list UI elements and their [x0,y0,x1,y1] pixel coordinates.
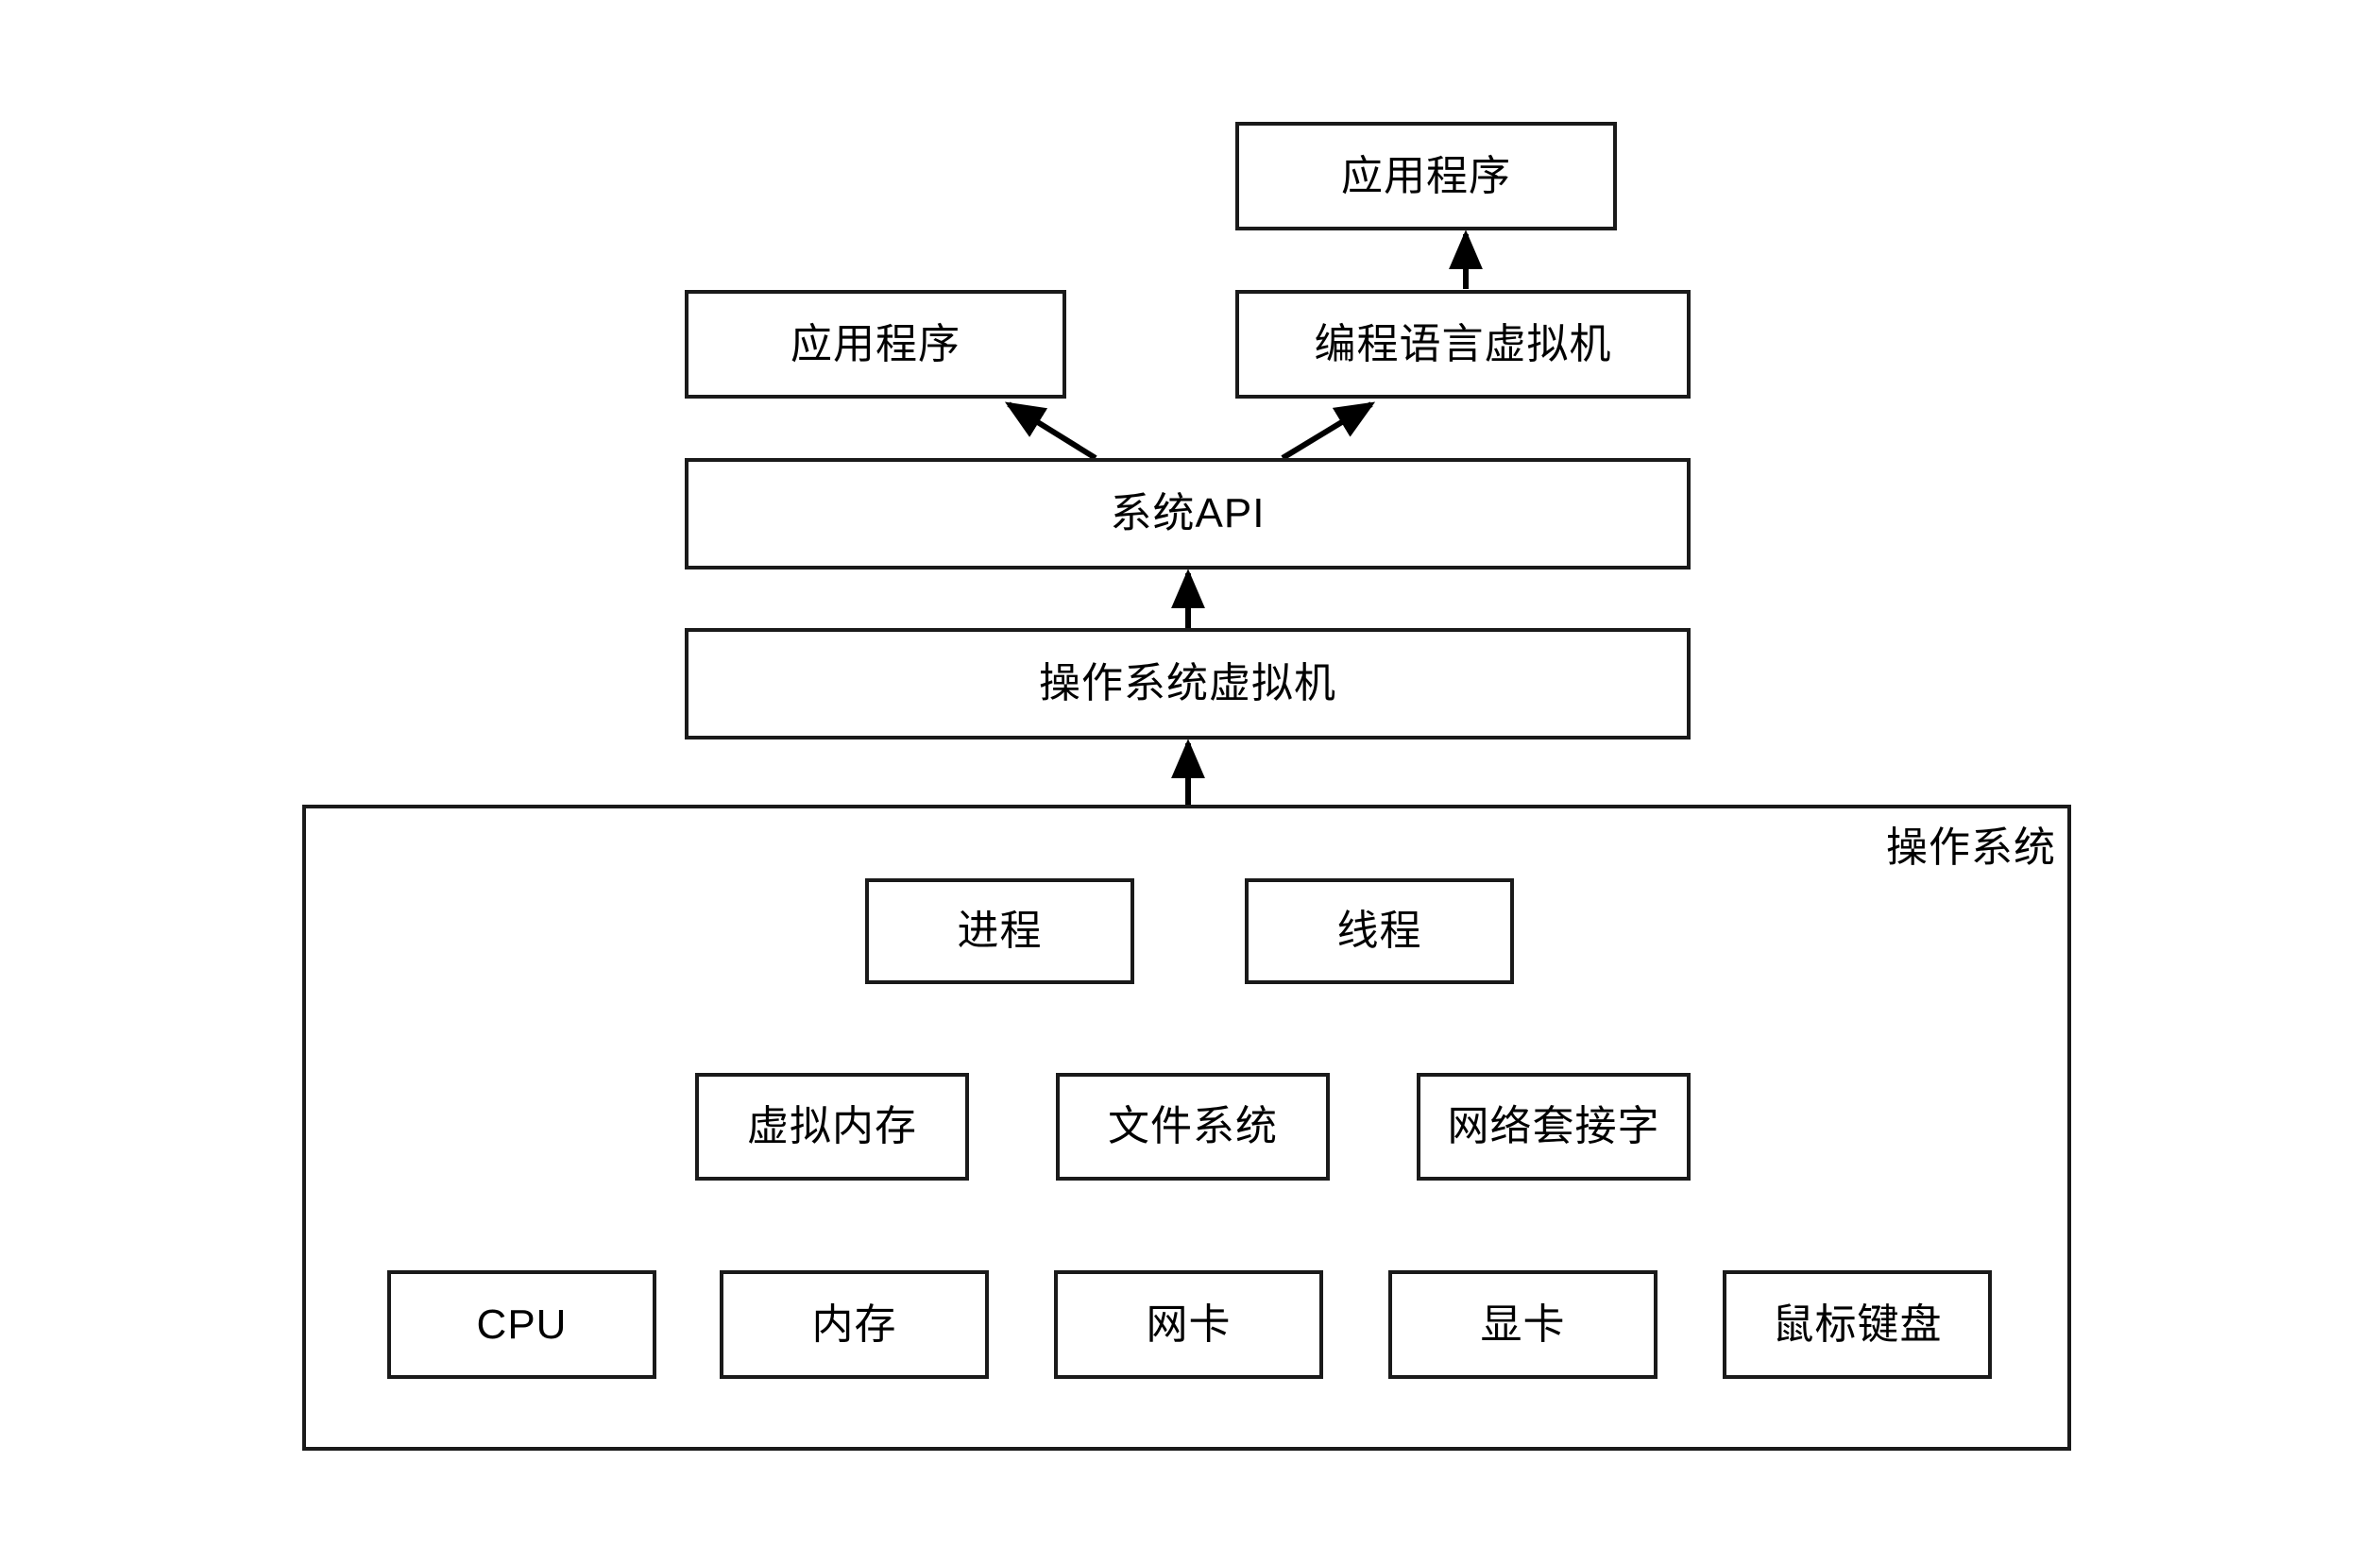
node-virtual-memory[interactable]: 虚拟内存 [695,1073,969,1181]
edge-systemapi-to-appleft [1004,401,1097,461]
node-label: 应用程序 [1341,152,1511,199]
node-label: 线程 [1336,908,1422,954]
node-file-system[interactable]: 文件系统 [1056,1073,1330,1181]
node-label: 系统API [1110,490,1266,536]
node-label: 显卡 [1480,1300,1566,1348]
operating-system-label: 操作系统 [1886,824,2056,871]
node-process[interactable]: 进程 [865,878,1134,984]
node-label: 应用程序 [790,320,960,367]
node-application-left[interactable]: 应用程序 [685,290,1066,399]
node-network-socket[interactable]: 网络套接字 [1417,1073,1691,1181]
node-label: 进程 [957,908,1043,954]
node-thread[interactable]: 线程 [1245,878,1514,984]
node-label: 文件系统 [1108,1103,1278,1149]
node-label: 内存 [811,1300,897,1348]
node-memory[interactable]: 内存 [720,1270,989,1379]
node-label: CPU [476,1300,568,1348]
node-label: 编程语言虚拟机 [1314,320,1612,367]
node-input-devices[interactable]: 鼠标键盘 [1723,1270,1992,1379]
node-network-card[interactable]: 网卡 [1054,1270,1323,1379]
node-cpu[interactable]: CPU [387,1270,656,1379]
node-os-vm[interactable]: 操作系统虚拟机 [685,628,1691,740]
node-label: 网卡 [1146,1300,1232,1348]
node-label: 网络套接字 [1447,1103,1660,1149]
edge-systemapi-to-languagevm [1281,401,1376,461]
node-graphics-card[interactable]: 显卡 [1388,1270,1658,1379]
node-label: 操作系统虚拟机 [1039,660,1336,706]
node-language-vm[interactable]: 编程语言虚拟机 [1235,290,1691,399]
node-label: 鼠标键盘 [1772,1300,1943,1348]
node-system-api[interactable]: 系统API [685,458,1691,570]
node-label: 虚拟内存 [747,1103,917,1149]
node-application-top[interactable]: 应用程序 [1235,122,1617,230]
